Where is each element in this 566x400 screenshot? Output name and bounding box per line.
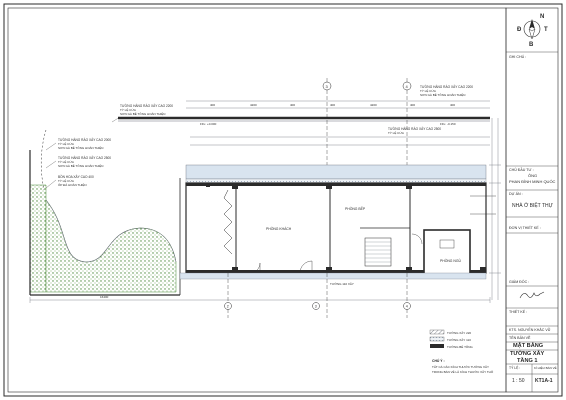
anno-planter: BỒN HOA XÂY CAO 400: [58, 174, 94, 179]
owner-title: ÔNG: [528, 173, 537, 178]
terrace-strip: [185, 164, 487, 184]
drawing-name-label: TÊN BẢN VẼ: [509, 335, 531, 340]
dim-bottom-overall: 16400: [100, 295, 109, 299]
anno-ratio-1: TỶ LỆ CỬA: [120, 107, 136, 112]
dim-top-5: 4200: [370, 103, 377, 107]
left-annotations: TƯỜNG HÀNG RÀO XÂY CAO 2200 TỶ LỆ CỬA SƠ…: [45, 103, 173, 189]
right-dimensions: [489, 118, 501, 300]
architect-name: KTS. NGUYỄN KHẮC VŨ: [509, 327, 551, 332]
anno-fence-right: TƯỜNG HÀNG RÀO XÂY CAO 2200: [420, 84, 473, 89]
project-name: NHÀ Ở BIỆT THỰ: [512, 201, 554, 209]
anno-ratio-mid: TỶ LỆ CỬA: [388, 130, 404, 135]
anno-fence-2500: TƯỜNG HÀNG RÀO XÂY CAO 2500: [58, 155, 111, 160]
scale-value: 1 : 50: [512, 378, 525, 384]
top-dimensions: 400 4200 400 400 4200 400 400: [186, 100, 490, 146]
project-label: DỰ ÁN :: [509, 192, 523, 196]
anno-ratio-3: TỶ LỆ CỬA: [58, 159, 74, 164]
grid-top-b: 4: [406, 84, 409, 89]
anno-fence-2200: TƯỜNG HÀNG RÀO XÂY CAO 2200: [120, 103, 173, 108]
anno-fence-mid: TƯỜNG HÀNG RÀO XÂY CAO 2500: [388, 126, 441, 131]
notes-label: GHI CHÚ :: [509, 54, 526, 59]
grid-bottom-2: 3: [315, 305, 317, 309]
north-b: B: [529, 42, 534, 48]
garden-area: [29, 184, 177, 293]
director-label: GIÁM ĐỐC :: [509, 279, 529, 284]
grid-bottom-3: 4: [406, 305, 408, 309]
legend-item-3: TƯỜNG BÊ TÔNG: [447, 344, 473, 349]
dim-top-1: 400: [210, 103, 215, 107]
legend-item-2: TƯỜNG XÂY 110: [447, 337, 471, 342]
title-block: [505, 7, 559, 393]
north-d: Đ: [517, 27, 522, 33]
level-2: FFL: -0.150: [440, 122, 456, 126]
sheet-frame: [3, 3, 563, 397]
owner-section-label: CHỦ ĐẦU TƯ :: [509, 167, 534, 172]
sheet-code-label: KÍ HIỆU BẢN VẼ: [534, 365, 557, 370]
level-1: FFL: +0.000: [200, 122, 217, 126]
bottom-walkway: TƯỜNG 110 XÂY: [179, 272, 487, 286]
note-box: CHÚ Ý : TẤT CẢ CÁC KÍCH THƯỚC TƯỜNG XÂY …: [432, 358, 494, 374]
stair-element: [223, 189, 392, 267]
bottom-dimensions: 16400: [29, 295, 491, 303]
dim-top-7: 400: [450, 103, 455, 107]
dim-top-3: 400: [290, 103, 295, 107]
room-kitchen: PHÒNG BẾP: [345, 206, 366, 211]
anno-paint-2: SƠN GẢ BÊ TÔNG HOÀN THIỆN: [58, 145, 103, 150]
north-t: T: [544, 27, 548, 33]
wall-legend: TƯỜNG XÂY 220 TƯỜNG XÂY 110 TƯỜNG BÊ TÔN…: [429, 329, 473, 349]
doors: [249, 233, 423, 274]
room-living: PHÒNG KHÁCH: [266, 226, 292, 231]
top-fence: [118, 116, 490, 122]
anno-ratio-2: TỶ LỆ CỬA: [58, 141, 74, 146]
anno-fence-2000: TƯỜNG HÀNG RÀO XÂY CAO 2000: [58, 137, 111, 142]
anno-paint-right: SƠN GẢ BÊ TÔNG HOÀN THIỆN: [420, 92, 465, 97]
anno-stone: ỐP ĐÁ HOÀN THIỆN: [58, 182, 87, 187]
drawing-title-3: TẦNG 1: [517, 357, 538, 364]
grid-axis-bottom: 2 3 4: [224, 273, 411, 318]
note-heading: CHÚ Ý :: [432, 358, 445, 363]
sheet-code: KT1A-1: [535, 378, 553, 384]
anno-paint-1: SƠN GẢ BÊ TÔNG HOÀN THIỆN: [120, 111, 165, 116]
room-bedroom: PHÒNG NGỦ: [440, 258, 461, 263]
designer-label: THIẾT KẾ :: [509, 309, 527, 314]
dim-top-4: 400: [330, 103, 335, 107]
drawing-title-2: TƯỜNG XÂY: [510, 349, 545, 357]
grid-top-a: 3: [326, 84, 329, 89]
dim-top-6: 400: [410, 103, 415, 107]
anno-paint-3: SƠN GẢ BÊ TÔNG HOÀN THIỆN: [58, 163, 103, 168]
design-unit-label: ĐƠN VỊ THIẾT KẾ :: [509, 225, 541, 230]
signature-icon: [519, 291, 545, 299]
drawing-title-1: MẶT BẰNG: [513, 341, 543, 349]
note-text-1: TẤT CẢ CÁC KÍCH THƯỚC TƯỜNG XÂY: [432, 364, 489, 369]
anno-ratio-4: TỶ LỆ CỬA: [58, 178, 74, 183]
north-arrow-icon: N T Đ B: [517, 14, 548, 48]
grid-axis-top: 3 4: [322, 78, 412, 180]
legend-item-1: TƯỜNG XÂY 220: [447, 330, 471, 335]
wall-110-label: TƯỜNG 110 XÂY: [330, 281, 354, 286]
dim-top-2: 4200: [250, 103, 257, 107]
anno-ratio-right: TỶ LỆ CỬA: [420, 88, 436, 93]
north-n: N: [540, 14, 544, 20]
right-wing: [423, 195, 496, 275]
scale-label: TỶ LỆ :: [509, 365, 520, 370]
owner-name: PHAN ĐÌNH MINH QUỐC: [509, 179, 556, 184]
right-annotations: TƯỜNG HÀNG RÀO XÂY CAO 2200 TỶ LỆ CỬA SƠ…: [388, 84, 473, 135]
grid-bottom-1: 2: [227, 305, 229, 309]
note-text-2: TRONG BẢN VẼ LÀ KÍCH THƯỚC XÂY THÔ: [432, 369, 494, 374]
